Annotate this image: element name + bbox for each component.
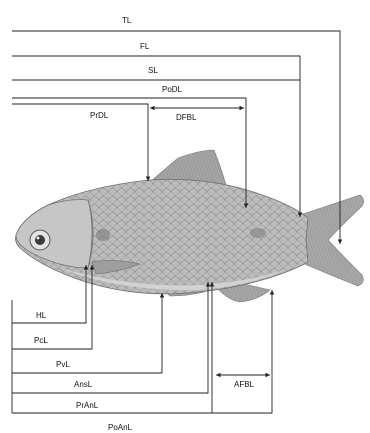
label-prdl: PrDL [90, 111, 109, 120]
label-fl: FL [140, 42, 150, 51]
label-pvl: PvL [56, 360, 70, 369]
label-dfbl: DFBL [176, 113, 197, 122]
label-podl: PoDL [162, 85, 183, 94]
fish-head [16, 200, 92, 268]
label-tl: TL [122, 16, 132, 25]
label-pcl: PcL [34, 336, 48, 345]
label-ansl: AnsL [74, 380, 93, 389]
fish-illustration [16, 150, 364, 302]
poanl-line [12, 290, 272, 413]
label-pranl: PrAnL [76, 401, 99, 410]
label-hl: HL [36, 311, 47, 320]
label-afbl: AFBL [234, 380, 255, 389]
prdl-line [12, 104, 148, 181]
label-poanl: PoAnL [108, 423, 133, 432]
label-sl: SL [148, 66, 158, 75]
pvl-line [12, 293, 162, 373]
